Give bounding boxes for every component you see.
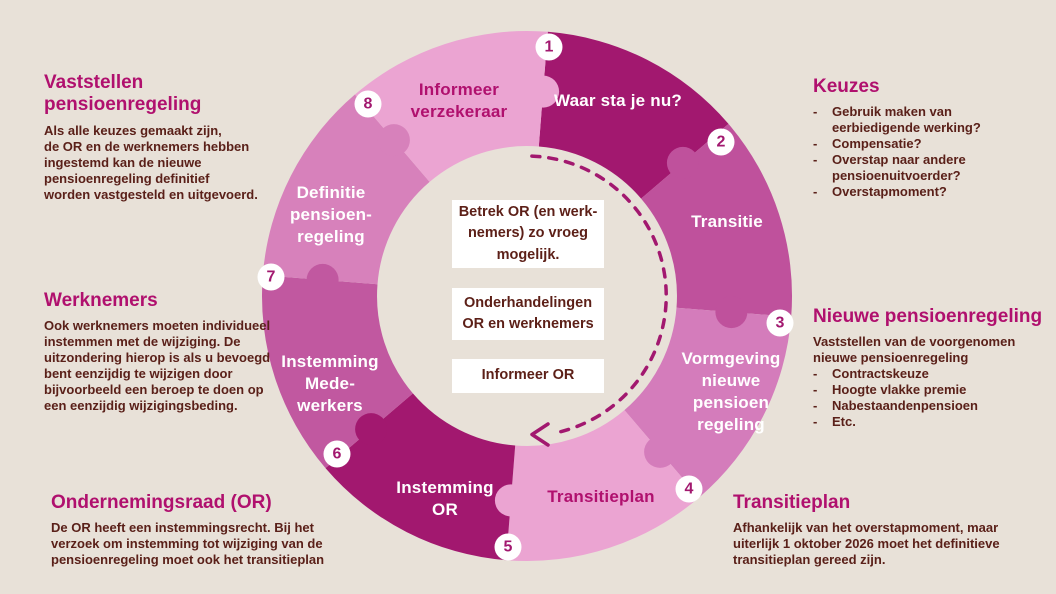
step-number-badge-7: 7 [257, 263, 285, 291]
note-nieuwe-pensioenregeling: Nieuwe pensioenregeling Vaststellen van … [813, 306, 1056, 430]
puzzle-knob-4-5 [494, 484, 527, 517]
puzzle-knob-3-4 [644, 435, 677, 468]
note-vaststellen-pensioenregeling: Vaststellen pensioenregeling Als alle ke… [44, 72, 294, 203]
note-title: Werknemers [44, 290, 158, 311]
dash-bullet: - [813, 152, 818, 168]
list-item: -Overstapmoment? [813, 184, 947, 200]
note-body: Ook werknemers moeten individueel instem… [44, 318, 271, 414]
list-item: -Hoogte vlakke premie [813, 382, 967, 398]
list-item: -Compensatie? [813, 136, 922, 152]
note-list: -Contractskeuze -Hoogte vlakke premie -N… [813, 366, 1056, 430]
step-number-badge-2: 2 [707, 128, 735, 156]
segment-label-6: Instemming Mede- werkers [281, 351, 379, 416]
puzzle-knob-2-1 [666, 146, 699, 179]
segment-label-1: Waar sta je nu? [553, 90, 683, 110]
dash-bullet: - [813, 136, 818, 152]
cycle-direction-arc [530, 154, 668, 436]
dash-bullet: - [813, 104, 818, 120]
dash-bullet: - [813, 382, 818, 398]
note-title: Keuzes [813, 76, 880, 97]
segment-label-7: Definitie pensioen- regeling [289, 182, 373, 247]
note-title: Vaststellen pensioenregeling [44, 72, 202, 116]
dash-bullet: - [813, 184, 818, 200]
puzzle-knob-7-8 [377, 124, 410, 157]
step-number-badge-5: 5 [494, 533, 522, 561]
segment-label-3: Vormgeving nieuwe pensioen regeling [681, 348, 781, 435]
segment-label-4: Transitieplan [547, 486, 655, 506]
list-item: -Contractskeuze [813, 366, 929, 382]
note-list: -Gebruik maken van eerbiedigende werking… [813, 104, 1048, 200]
note-body: Afhankelijk van het overstapmoment, maar… [733, 520, 1000, 568]
segment-label-8: Informeer verzekeraar [410, 79, 508, 121]
segment-label-2: Transitie [691, 211, 763, 231]
puzzle-knob-2-3 [715, 296, 748, 329]
dash-bullet: - [813, 398, 818, 414]
note-title: Transitieplan [733, 492, 851, 513]
note-werknemers: Werknemers Ook werknemers moeten individ… [44, 290, 309, 414]
note-transitieplan: Transitieplan Afhankelijk van het overst… [733, 492, 1053, 568]
center-note-2: Onderhandelingen OR en werknemers [452, 288, 604, 340]
puzzle-knob-6-7 [306, 263, 339, 296]
list-item: -Etc. [813, 414, 856, 430]
note-body: Als alle keuzes gemaakt zijn, de OR en d… [44, 122, 258, 202]
list-item: -Overstap naar andere pensioenuitvoerder… [813, 152, 966, 184]
step-number-badge-6: 6 [323, 440, 351, 468]
step-number-badge-3: 3 [766, 309, 794, 337]
segment-label-5: Instemming OR [396, 477, 494, 519]
center-note-1: Betrek OR (en werk- nemers) zo vroeg mog… [452, 200, 604, 268]
note-keuzes: Keuzes -Gebruik maken van eerbiedigende … [813, 76, 1048, 200]
dash-bullet: - [813, 414, 818, 430]
note-title: Nieuwe pensioenregeling [813, 306, 1043, 327]
list-item: -Nabestaandenpensioen [813, 398, 978, 414]
dash-bullet: - [813, 366, 818, 382]
center-note-3: Informeer OR [452, 359, 604, 393]
note-body: Vaststellen van de voorgenomen nieuwe pe… [813, 334, 1016, 366]
note-title: Ondernemingsraad (OR) [51, 492, 272, 513]
step-number-badge-1: 1 [535, 33, 563, 61]
step-number-badge-4: 4 [675, 475, 703, 503]
cycle-arrowhead-icon [530, 422, 550, 447]
puzzle-knob-5-6 [355, 413, 388, 446]
note-ondernemingsraad: Ondernemingsraad (OR) De OR heeft een in… [51, 492, 361, 568]
list-item: -Gebruik maken van eerbiedigende werking… [813, 104, 981, 136]
note-body: De OR heeft een instemmingsrecht. Bij he… [51, 520, 325, 568]
puzzle-knob-8-1 [527, 75, 560, 108]
step-number-badge-8: 8 [354, 90, 382, 118]
